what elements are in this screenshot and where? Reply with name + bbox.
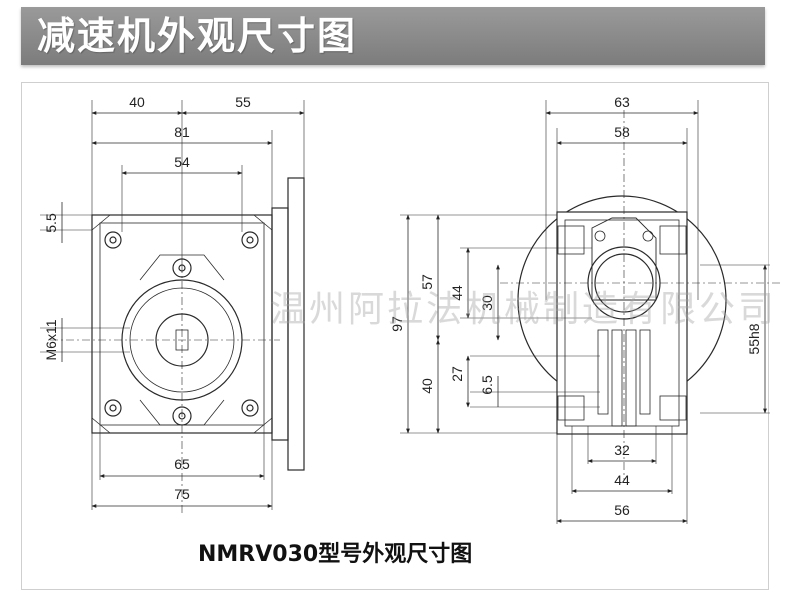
dim-6-5: 6.5 <box>479 375 495 395</box>
front-view-labels: 40 55 81 54 5.5 M6x11 65 75 <box>43 94 251 502</box>
figure-caption: NMRV030型号外观尺寸图 <box>198 542 473 567</box>
page-title: 减速机外观尺寸图 <box>37 14 358 58</box>
front-view <box>40 100 305 515</box>
dim-55-top: 55 <box>235 94 251 110</box>
dim-81: 81 <box>174 124 190 140</box>
dim-97: 97 <box>389 316 405 332</box>
dim-63: 63 <box>614 94 630 110</box>
dim-44-base: 44 <box>614 472 630 488</box>
dim-m6x11: M6x11 <box>43 319 59 360</box>
dim-58: 58 <box>614 124 630 140</box>
dim-56: 56 <box>614 502 630 518</box>
side-view <box>400 100 780 524</box>
dim-40-top: 40 <box>129 94 145 110</box>
motor-flange-inner <box>271 207 289 441</box>
side-view-labels: 63 58 97 57 44 30 40 27 6.5 55h8 32 44 5… <box>389 94 762 518</box>
dim-30: 30 <box>479 295 495 311</box>
dim-75: 75 <box>174 486 190 502</box>
motor-flange-outer <box>287 177 305 471</box>
dim-27: 27 <box>449 366 465 382</box>
dim-40-side: 40 <box>419 378 435 394</box>
dim-32: 32 <box>614 442 630 458</box>
dim-44-side: 44 <box>449 285 465 301</box>
dim-65: 65 <box>174 456 190 472</box>
dim-57: 57 <box>419 274 435 290</box>
dim-55h8: 55h8 <box>746 323 762 354</box>
dim-5-5: 5.5 <box>43 213 59 233</box>
header-bar: 减速机外观尺寸图 <box>21 7 765 65</box>
dim-54: 54 <box>174 154 190 170</box>
